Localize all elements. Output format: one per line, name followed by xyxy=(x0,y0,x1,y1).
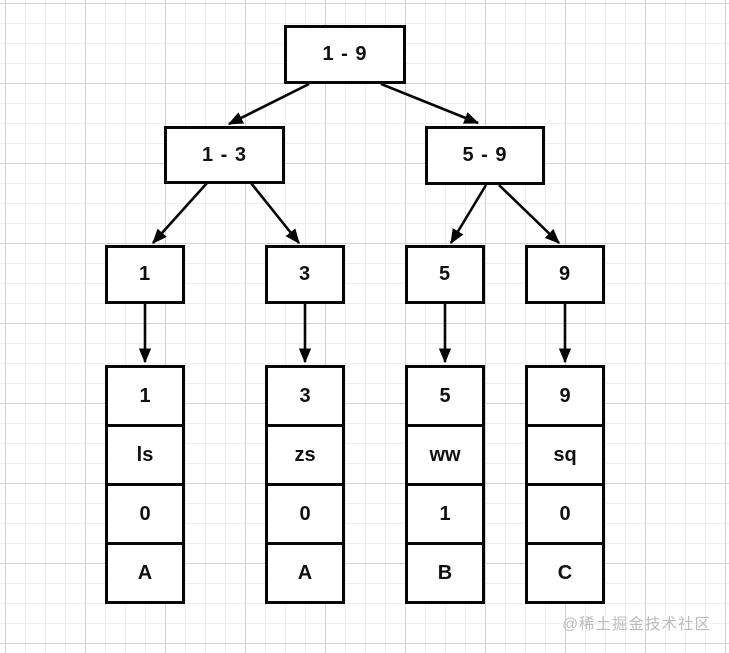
stack-cell: 9 xyxy=(525,365,605,427)
stack-cell: zs xyxy=(265,424,345,486)
stack-cell: 0 xyxy=(265,483,345,545)
watermark: @稀土掘金技术社区 xyxy=(562,616,711,633)
stack-cell: ww xyxy=(405,424,485,486)
array-stack-3: 5 ww 1 B xyxy=(405,365,485,604)
stack-cell: A xyxy=(105,542,185,604)
array-stack-1: 1 ls 0 A xyxy=(105,365,185,604)
edge-59-to-leaf9 xyxy=(498,184,560,244)
array-stack-2: 3 zs 0 A xyxy=(265,365,345,604)
tree-node-1-3: 1 - 3 xyxy=(164,126,285,184)
tree-leaf-5: 5 xyxy=(405,245,485,304)
tree-node-5-9: 5 - 9 xyxy=(425,126,545,185)
stack-cell: ls xyxy=(105,424,185,486)
stack-cell: 5 xyxy=(405,365,485,427)
stack-cell: C xyxy=(525,542,605,604)
edge-root-to-right-child xyxy=(380,82,480,125)
stack-cell: 3 xyxy=(265,365,345,427)
stack-cell: 1 xyxy=(105,365,185,427)
stack-cell: A xyxy=(265,542,345,604)
edge-13-to-leaf3 xyxy=(249,182,301,244)
tree-node-root: 1 - 9 xyxy=(284,25,406,84)
edge-13-to-leaf1 xyxy=(152,182,208,244)
stack-cell: 0 xyxy=(105,483,185,545)
edge-59-to-leaf5 xyxy=(449,184,488,245)
tree-leaf-9: 9 xyxy=(525,245,605,304)
stack-cell: sq xyxy=(525,424,605,486)
stack-cell: B xyxy=(405,542,485,604)
tree-leaf-1: 1 xyxy=(105,245,185,304)
stack-cell: 0 xyxy=(525,483,605,545)
array-stack-4: 9 sq 0 C xyxy=(525,365,605,604)
tree-leaf-3: 3 xyxy=(265,245,345,304)
stack-cell: 1 xyxy=(405,483,485,545)
edge-root-to-left-child xyxy=(227,82,310,126)
